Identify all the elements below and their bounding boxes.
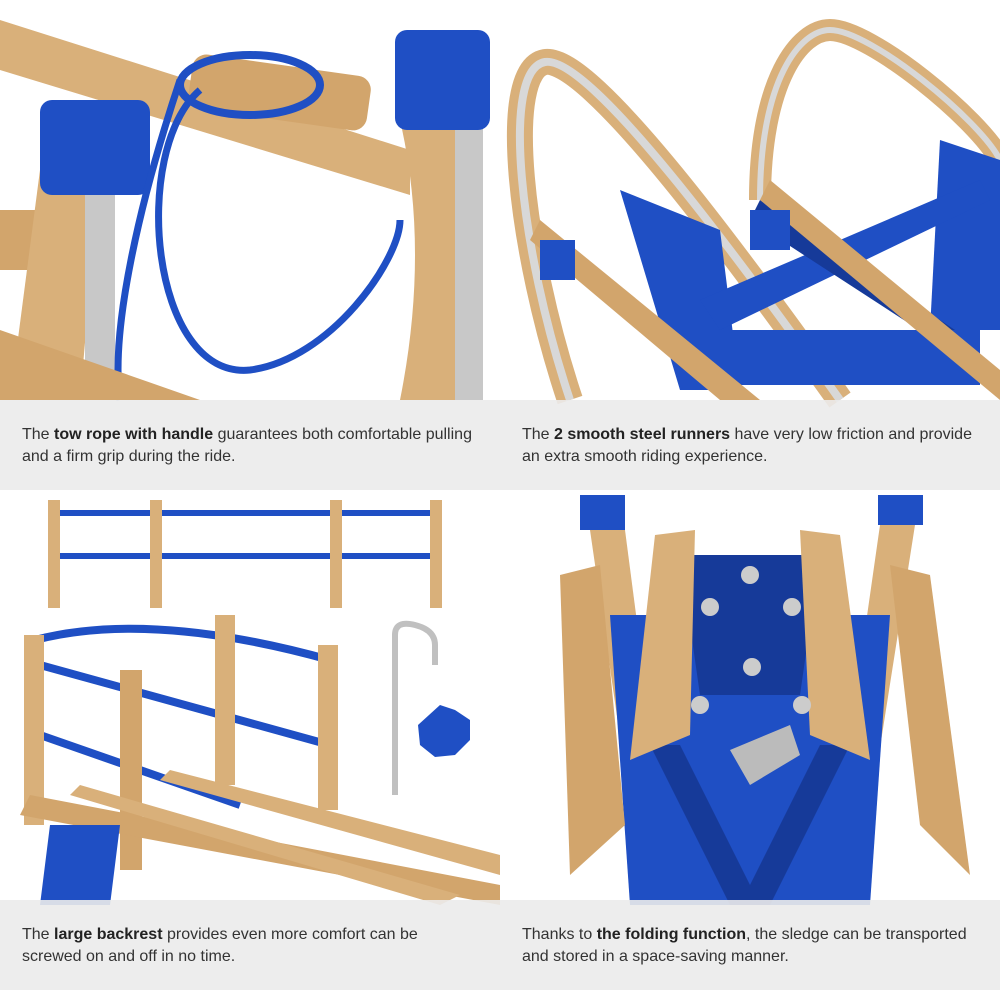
folding-photo xyxy=(560,495,970,905)
backrest-photo xyxy=(20,500,500,905)
panel-folding: Thanks to the folding function, the sled… xyxy=(500,495,1000,990)
panel-tow-rope: The tow rope with handle guarantees both… xyxy=(0,0,500,495)
caption-tow-rope: The tow rope with handle guarantees both… xyxy=(0,400,500,490)
caption-folding: Thanks to the folding function, the sled… xyxy=(500,900,1000,990)
panel-steel-runners: The 2 smooth steel runners have very low… xyxy=(500,0,1000,495)
panel-backrest: The large backrest provides even more co… xyxy=(0,495,500,990)
caption-backrest: The large backrest provides even more co… xyxy=(0,900,500,990)
caption-steel-runners: The 2 smooth steel runners have very low… xyxy=(500,400,1000,490)
tow-rope-photo xyxy=(0,20,490,401)
steel-runners-photo xyxy=(506,18,1000,408)
